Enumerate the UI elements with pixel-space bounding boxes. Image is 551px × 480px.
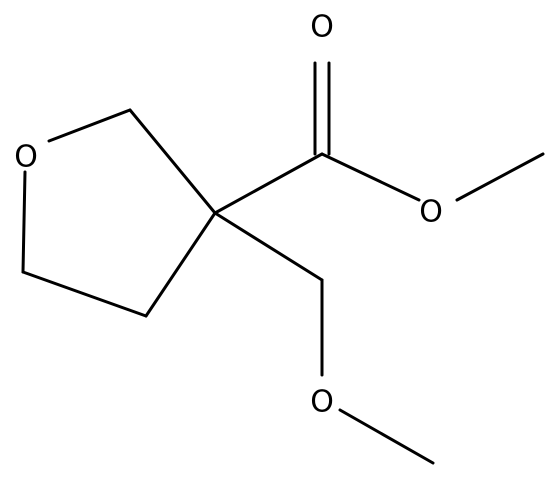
bond-c3-ch2 (213, 211, 324, 282)
bond-ringO-c2 (47, 108, 132, 143)
atom-label-ether-oxygen: O (310, 385, 334, 420)
bond-c2-c3 (128, 108, 217, 215)
bond-c4-c5 (21, 270, 148, 318)
atom-label-ring-oxygen: O (14, 140, 38, 175)
bond-c3-carbonylC (213, 152, 324, 215)
bond-esterO-methyl (455, 152, 545, 202)
bond-carbonylC-esterO (320, 152, 421, 202)
atom-label-ester-oxygen: O (419, 195, 443, 230)
atom-label-carbonyl-oxygen: O (310, 10, 334, 45)
bond-c3-c4 (144, 211, 217, 318)
bond-c5-ringO (21, 170, 27, 274)
bond-etherO-methyl (338, 408, 435, 465)
